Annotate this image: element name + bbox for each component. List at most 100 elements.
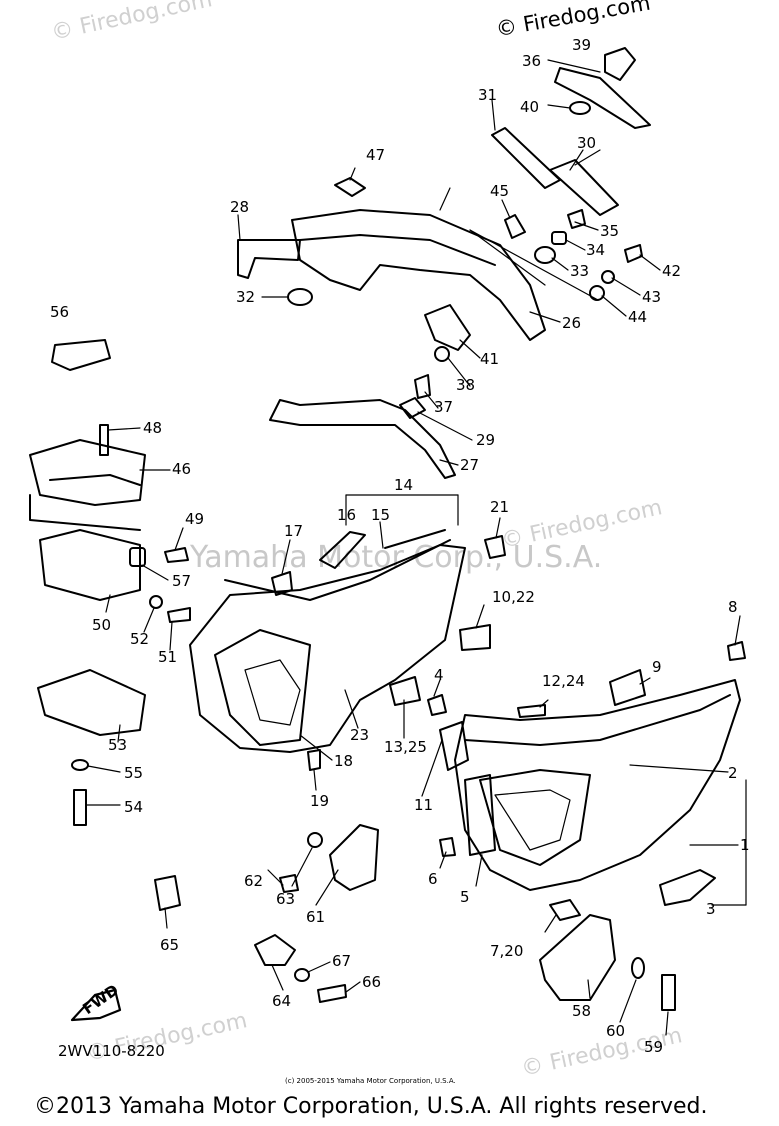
callout-5: 5 — [460, 888, 470, 906]
copyright-main: ©2013 Yamaha Motor Corporation, U.S.A. A… — [34, 1094, 708, 1119]
callout-21: 21 — [490, 498, 509, 516]
callout-50: 50 — [92, 616, 111, 634]
part-26 — [291, 209, 546, 341]
callout-66: 66 — [362, 973, 381, 991]
callout-41: 41 — [480, 350, 499, 368]
part-10-22 — [459, 624, 491, 651]
part-49 — [164, 547, 189, 563]
callout-17: 17 — [284, 522, 303, 540]
callout-61: 61 — [306, 908, 325, 926]
callout-67: 67 — [332, 952, 351, 970]
callout-60: 60 — [606, 1022, 625, 1040]
callout-15: 15 — [371, 506, 390, 524]
callout-63: 63 — [276, 890, 295, 908]
callout-3: 3 — [706, 900, 716, 918]
part-8 — [727, 641, 746, 661]
callout-13-25: 13,25 — [384, 738, 427, 756]
part-17 — [271, 571, 293, 596]
callout-40: 40 — [520, 98, 539, 116]
part-18 — [214, 629, 311, 746]
callout-29: 29 — [476, 431, 495, 449]
callout-19: 19 — [310, 792, 329, 810]
callout-49: 49 — [185, 510, 204, 528]
part-51 — [167, 607, 191, 623]
part-56 — [51, 339, 111, 371]
part-50 — [39, 529, 141, 601]
callout-44: 44 — [628, 308, 647, 326]
part-43 — [601, 270, 615, 284]
callout-30: 30 — [577, 134, 596, 152]
part-9 — [609, 669, 646, 706]
callout-18: 18 — [334, 752, 353, 770]
callout-4: 4 — [434, 666, 444, 684]
part-19 — [307, 749, 321, 771]
part-64 — [254, 934, 296, 966]
part-number: 2WV110-8220 — [58, 1042, 165, 1060]
part-3 — [659, 869, 716, 906]
part-48 — [99, 424, 109, 456]
part-54 — [73, 789, 87, 826]
callout-9: 9 — [652, 658, 662, 676]
part-2 — [454, 679, 741, 891]
callout-55: 55 — [124, 764, 143, 782]
callout-54: 54 — [124, 798, 143, 816]
part-32 — [287, 288, 313, 306]
callout-10-22: 10,22 — [492, 588, 535, 606]
part-59 — [661, 974, 676, 1011]
watermark-center: Yamaha Motor Corp., U.S.A. — [190, 540, 603, 575]
callout-8: 8 — [728, 598, 738, 616]
callout-26: 26 — [562, 314, 581, 332]
leader-lines — [85, 59, 747, 1036]
part-67 — [294, 968, 310, 982]
fwd-arrow-icon — [70, 988, 122, 1022]
part-35 — [567, 209, 586, 229]
part-7-20 — [549, 899, 581, 921]
callout-56: 56 — [50, 303, 69, 321]
callout-47: 47 — [366, 146, 385, 164]
part-5 — [464, 774, 496, 856]
callout-38: 38 — [456, 376, 475, 394]
part-52 — [149, 595, 163, 609]
callout-7-20: 7,20 — [490, 942, 523, 960]
part-6 — [439, 837, 456, 857]
callout-57: 57 — [172, 572, 191, 590]
callout-43: 43 — [642, 288, 661, 306]
callout-45: 45 — [490, 182, 509, 200]
callout-labels: 39 36 31 40 30 47 45 28 35 34 33 42 32 4… — [50, 36, 750, 1056]
part-15 — [384, 529, 446, 549]
callout-53: 53 — [108, 736, 127, 754]
part-1 — [479, 769, 591, 866]
callout-58: 58 — [572, 1002, 591, 1020]
part-53 — [37, 669, 146, 736]
part-28 — [237, 239, 301, 279]
callout-65: 65 — [160, 936, 179, 954]
callout-35: 35 — [600, 222, 619, 240]
part-41 — [424, 304, 471, 351]
callout-42: 42 — [662, 262, 681, 280]
callout-64: 64 — [272, 992, 291, 1010]
part-42 — [624, 244, 643, 263]
part-47 — [334, 177, 366, 197]
callout-36: 36 — [522, 52, 541, 70]
callout-11: 11 — [414, 796, 433, 814]
callout-28: 28 — [230, 198, 249, 216]
callout-32: 32 — [236, 288, 255, 306]
part-12-24 — [517, 704, 546, 718]
callout-48: 48 — [143, 419, 162, 437]
part-40 — [569, 101, 591, 115]
part-37 — [414, 374, 431, 399]
callout-34: 34 — [586, 241, 605, 259]
callout-23: 23 — [350, 726, 369, 744]
callout-14: 14 — [394, 476, 413, 494]
part-23 — [189, 544, 466, 753]
part-16 — [319, 531, 366, 569]
part-55 — [71, 759, 89, 771]
callout-16: 16 — [337, 506, 356, 524]
copyright-small: (c) 2005-2015 Yamaha Motor Corporation, … — [285, 1077, 456, 1085]
callout-52: 52 — [130, 630, 149, 648]
part-13-25 — [389, 676, 421, 706]
callout-12-24: 12,24 — [542, 672, 585, 690]
callout-1: 1 — [740, 836, 750, 854]
